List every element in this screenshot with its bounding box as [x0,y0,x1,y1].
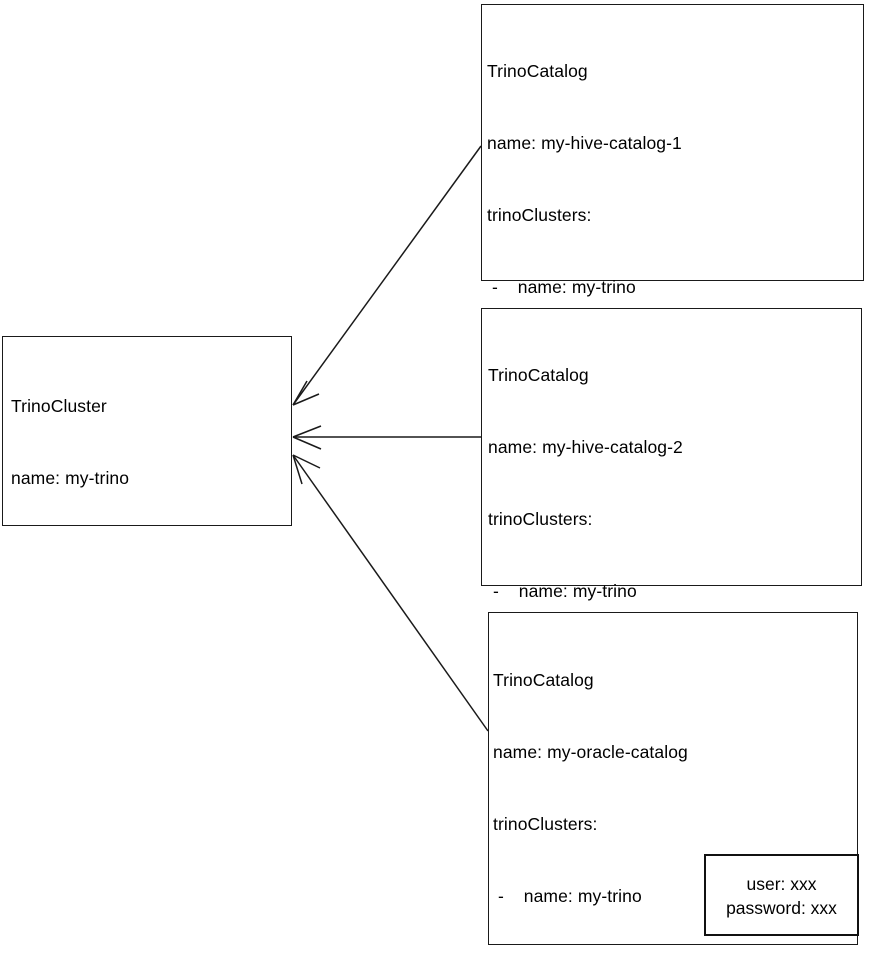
connector-catalog-3-to-cluster [292,454,489,732]
catalog-3-line-name: name: my-oracle-catalog [493,742,688,762]
connector-catalog-2-to-cluster [292,425,481,450]
catalog-1-line-name: name: my-hive-catalog-1 [487,133,682,153]
catalog-2-line-cluster-name: - name: my-trino [488,581,637,601]
trino-cluster-box[interactable]: TrinoCluster name: my-trino [2,336,292,526]
cluster-line-kind: TrinoCluster [11,396,107,416]
catalog-3-line-cluster-name: - name: my-trino [493,886,642,906]
catalog-1-line-kind: TrinoCatalog [487,61,588,81]
secret-user-line: user: xxx [746,874,817,894]
catalog-1-line-trinoclusters: trinoClusters: [487,205,592,225]
secret-password-line: password: xxx [726,898,837,918]
catalog-3-line-kind: TrinoCatalog [493,670,594,690]
catalog-2-line-trinoclusters: trinoClusters: [488,509,593,529]
trino-catalog-box-1[interactable]: TrinoCatalog name: my-hive-catalog-1 tri… [481,4,864,657]
connector-catalog-1-to-cluster [292,145,482,406]
catalog-2-line-name: name: my-hive-catalog-2 [488,437,683,457]
catalog-3-text: TrinoCatalog name: my-oracle-catalog tri… [493,620,798,954]
cluster-line-name: name: my-trino [11,468,130,488]
trino-cluster-text: TrinoCluster name: my-trino [11,346,129,538]
trino-catalog-box-3[interactable]: TrinoCatalog name: my-oracle-catalog tri… [488,612,859,945]
trino-catalog-box-2[interactable]: TrinoCatalog name: my-hive-catalog-2 tri… [481,308,862,889]
catalog-2-line-kind: TrinoCatalog [488,365,589,385]
catalog-1-line-cluster-name: - name: my-trino [487,277,636,297]
credentials-secret-box[interactable]: user: xxx password: xxx [704,854,859,936]
catalog-3-line-trinoclusters: trinoClusters: [493,814,598,834]
